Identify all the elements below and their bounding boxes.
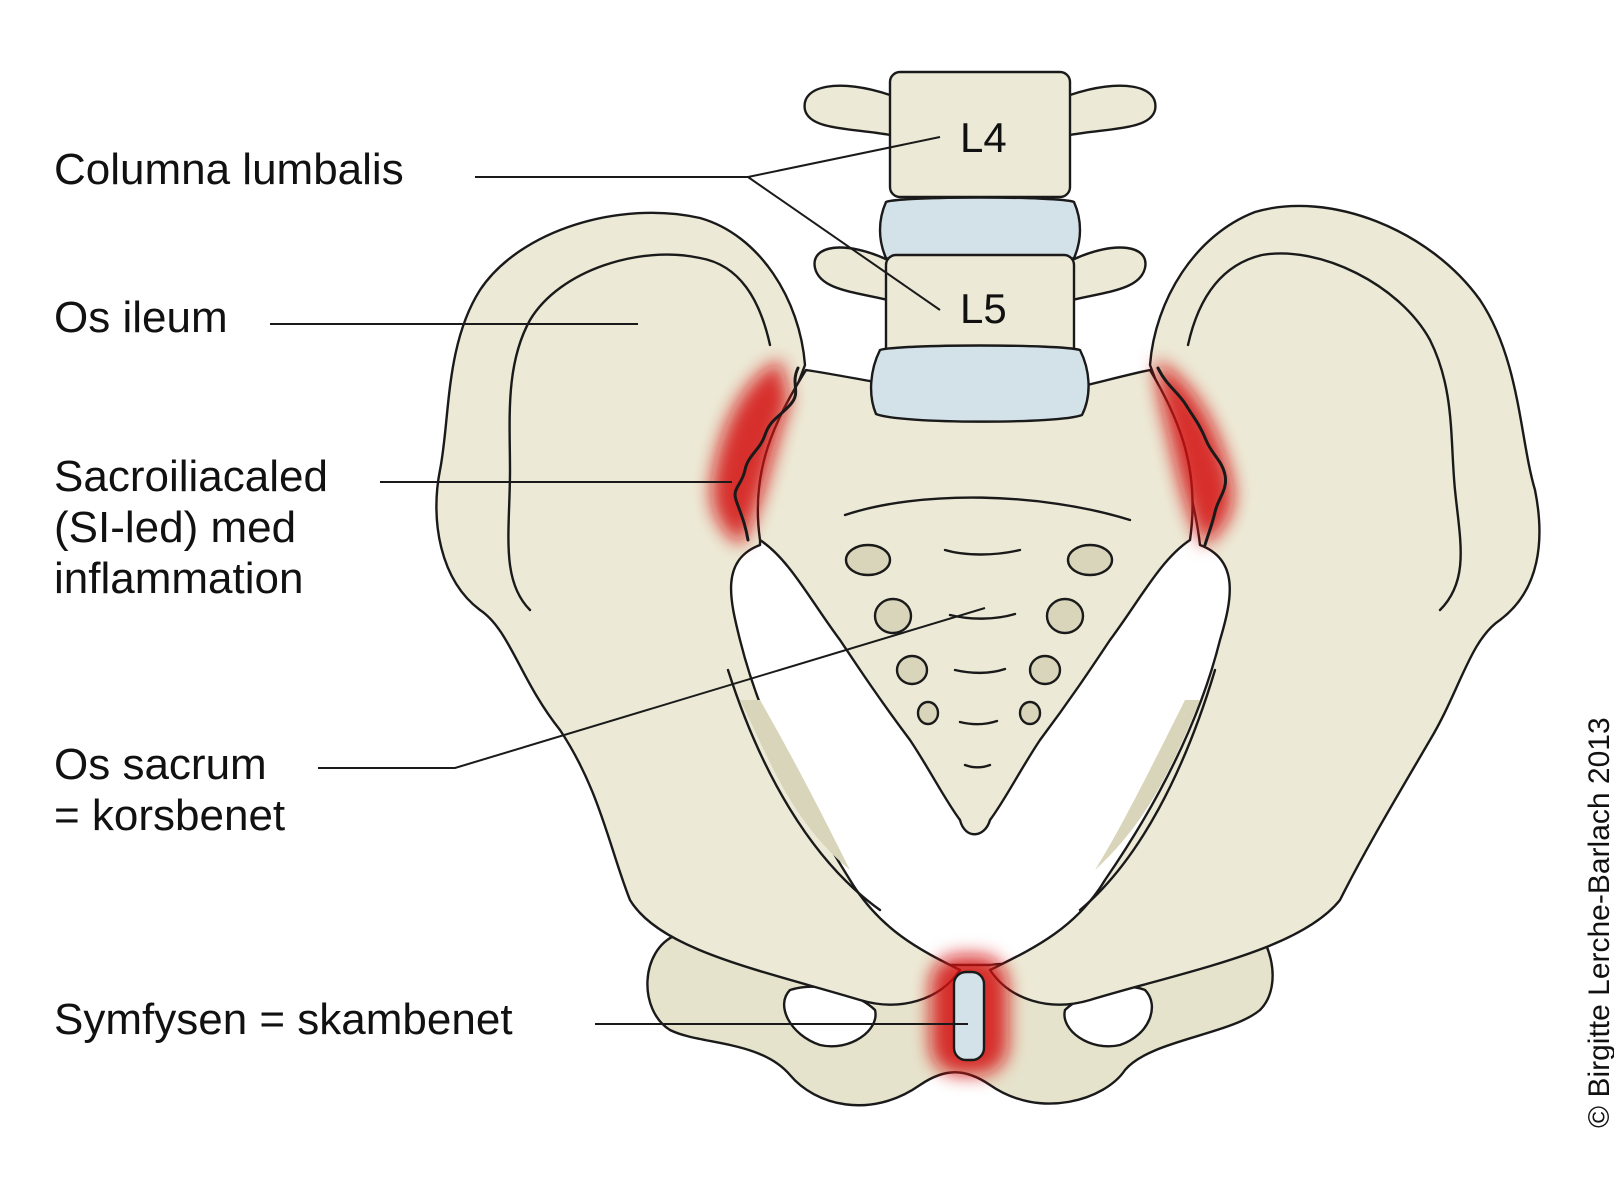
- right-si-joint-line: [1156, 366, 1228, 547]
- sacral-foramen-l3: [895, 654, 929, 686]
- left-ilium-shade: [740, 700, 850, 870]
- sacral-foramen-l1: [844, 543, 892, 577]
- copyright-notice: © Birgitte Lerche-Barlach 2013: [1583, 717, 1614, 1128]
- sacral-foramen-r4: [1018, 700, 1042, 726]
- label-si-line3: inflammation: [54, 554, 304, 603]
- label-sacrum-line1: Os sacrum: [54, 740, 267, 789]
- sacral-foramen-r2: [1045, 597, 1085, 635]
- label-sacrum-line2: = korsbenet: [54, 791, 286, 840]
- sacral-foramen-r1: [1066, 543, 1114, 577]
- si-joint-inflammation: [711, 360, 1234, 545]
- left-pelvic-brim: [726, 668, 882, 912]
- label-columna-lumbalis: Columna lumbalis: [54, 145, 404, 194]
- sacrum-ridge: [843, 496, 1132, 522]
- right-ilium-shade: [1095, 700, 1200, 870]
- sacrum-line-1: [943, 548, 1022, 556]
- sacral-foramen-l4: [916, 700, 940, 726]
- sacral-foramen-l2: [873, 597, 913, 635]
- right-ilium-inner-line: [1186, 252, 1462, 612]
- sacrum-line-3: [953, 667, 1007, 675]
- label-si-line1: Sacroiliacaled: [54, 452, 328, 501]
- disc-l4-l5: [878, 196, 1082, 264]
- sacral-foramen-r3: [1028, 654, 1062, 686]
- l5-label: L5: [960, 285, 1007, 332]
- left-si-joint-line: [733, 366, 800, 542]
- label-si-line2: (SI-led) med: [54, 503, 297, 552]
- left-ilium-inner-line: [507, 253, 772, 612]
- sacrum: [756, 368, 1194, 836]
- disc-l5-s1: [869, 344, 1090, 423]
- right-ilium: [988, 204, 1541, 1006]
- label-os-ileum: Os ileum: [54, 293, 228, 342]
- sacrum-line-5: [963, 763, 992, 769]
- l4-label: L4: [960, 114, 1007, 161]
- sacrum-line-4: [958, 719, 999, 726]
- leader-columna: [475, 136, 941, 311]
- pubic-symphysis-disc: [952, 970, 986, 1062]
- left-ilium: [435, 211, 962, 1006]
- right-pelvic-brim: [1078, 668, 1217, 912]
- leader-sacrum: [318, 607, 986, 769]
- label-symfysen: Symfysen = skambenet: [54, 995, 513, 1044]
